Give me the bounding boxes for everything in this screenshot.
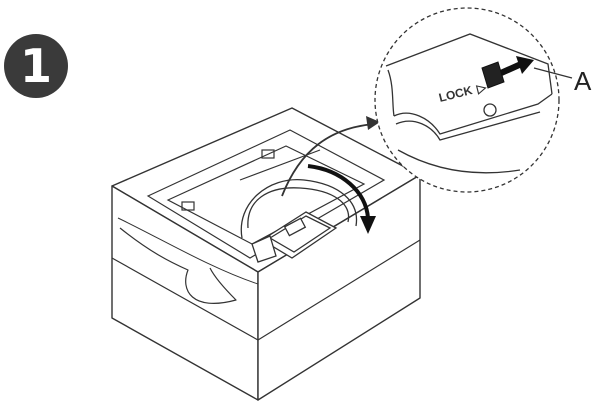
stand-bracket-icon xyxy=(240,179,358,263)
rotate-arrow-icon xyxy=(307,164,376,234)
curved-arrow-icon xyxy=(281,116,380,197)
lock-symbol: ▷ xyxy=(474,80,488,96)
callout-label-a: A xyxy=(574,66,592,96)
callout-leader-line xyxy=(533,67,573,79)
push-arrow-icon xyxy=(500,56,534,76)
zoom-callout-icon: LOCK ▷ xyxy=(374,7,573,193)
step-number-badge: 1 xyxy=(4,34,68,98)
lock-slider xyxy=(481,61,505,89)
